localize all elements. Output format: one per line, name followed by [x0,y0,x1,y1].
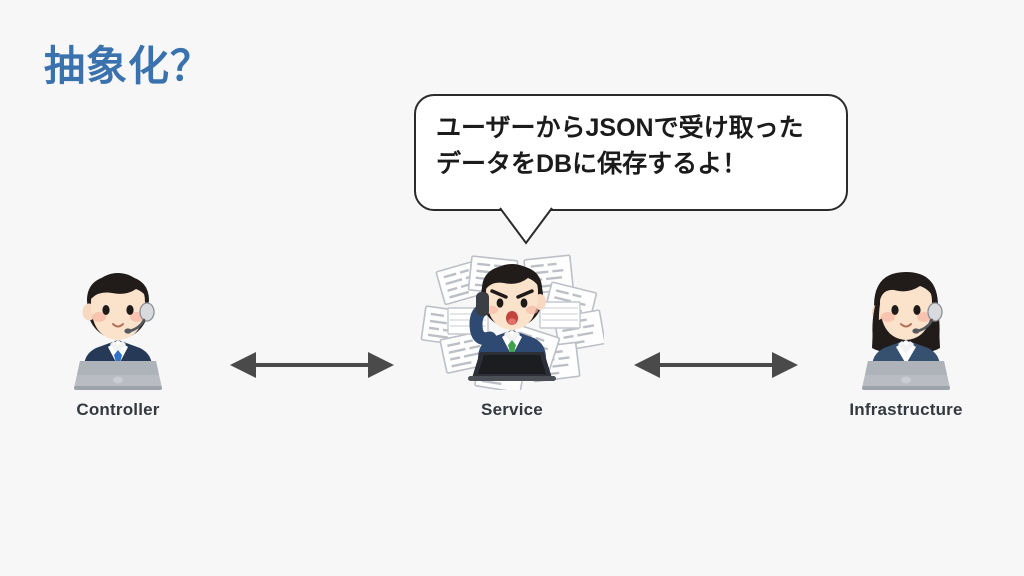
speech-bubble-line-2: データをDBに保存するよ！ [436,149,748,178]
node-infrastructure-label: Infrastructure [849,400,963,419]
operator-woman-headset-laptop-icon [862,272,950,390]
page-title: 抽象化？ [44,43,212,89]
speech-bubble: ユーザーからJSONで受け取った データをDBに保存するよ！ [414,94,848,245]
speech-bubble-text: ユーザーからJSONで受け取った データをDBに保存するよ！ [436,111,832,182]
node-controller: Controller [38,262,198,420]
node-controller-label: Controller [76,400,160,419]
operator-man-headset-laptop-icon [74,273,162,390]
speech-bubble-line-1: ユーザーからJSONで受け取った [436,114,804,142]
node-service: Service [420,248,604,420]
connector-controller-service-double-arrow-icon [230,352,394,378]
node-service-label: Service [481,400,543,419]
speech-bubble-body [414,94,848,211]
connector-service-infrastructure-double-arrow-icon [634,352,798,378]
node-infrastructure: Infrastructure [826,262,986,420]
busy-businessman-papers-phone-laptop-icon [420,254,604,390]
speech-bubble-tail-icon [499,201,553,245]
